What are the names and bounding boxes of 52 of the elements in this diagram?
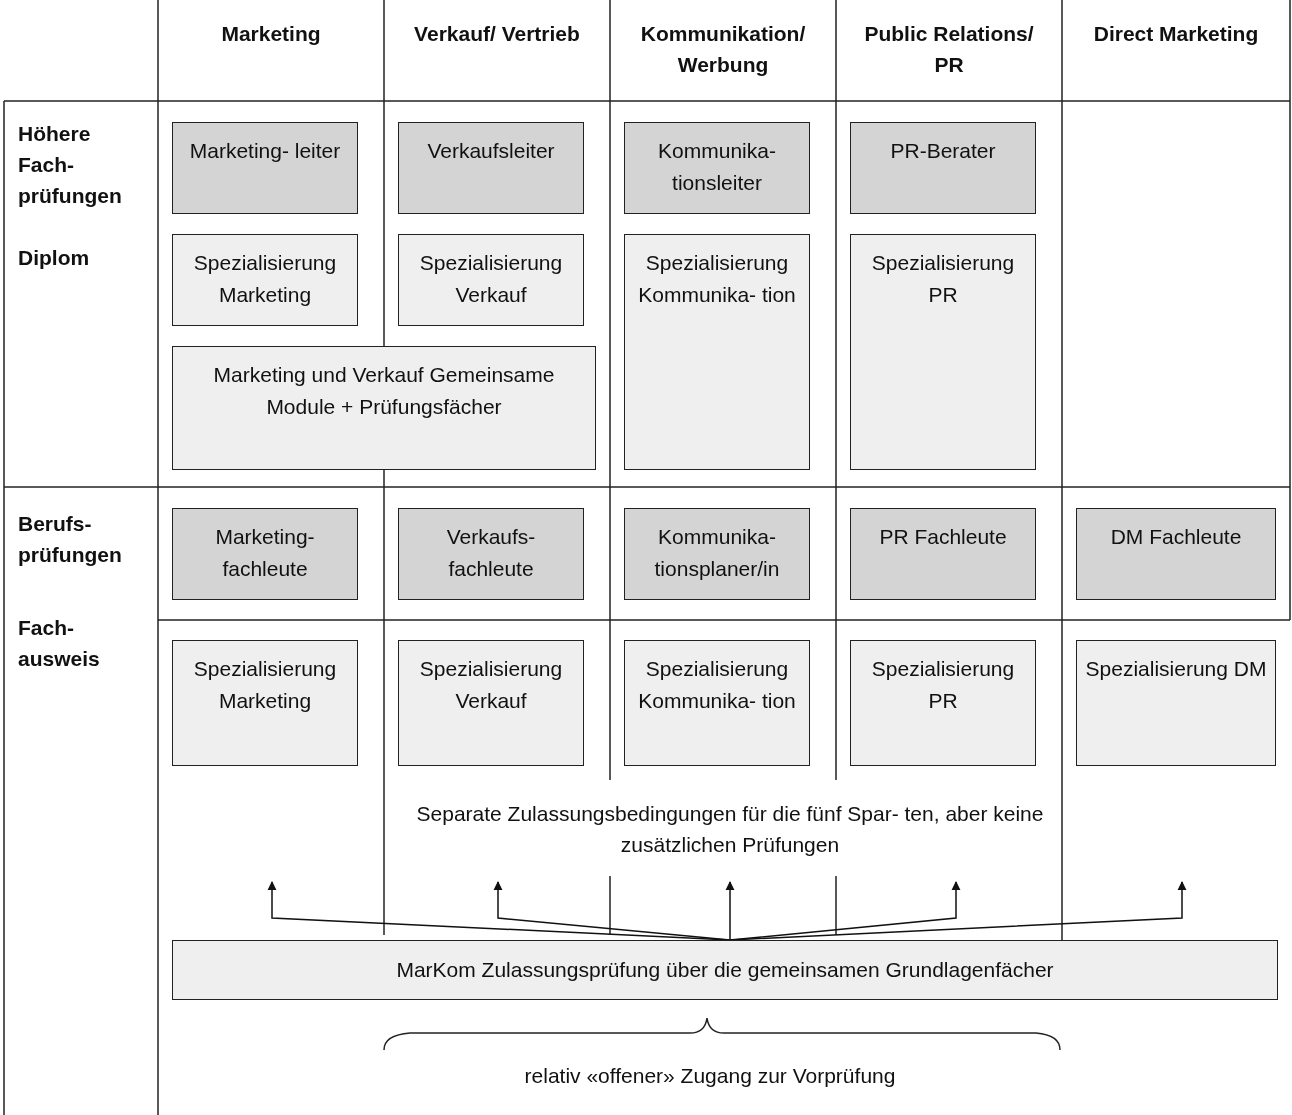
box-text: Kommunika- tionsplaner/in bbox=[653, 524, 781, 582]
process-box bbox=[1076, 640, 1276, 766]
process-box bbox=[172, 640, 358, 766]
process-box bbox=[850, 508, 1036, 600]
box-text: Spezialisierung PR bbox=[870, 250, 1016, 308]
column-header: Verkauf/ Vertrieb bbox=[413, 21, 581, 47]
box-text: Spezialisierung Marketing bbox=[192, 250, 338, 308]
box-text: Marketing- fachleute bbox=[214, 524, 316, 582]
box-text: PR Fachleute bbox=[879, 524, 1007, 550]
column-header: Marketing bbox=[220, 21, 322, 47]
box-text: PR-Berater bbox=[890, 138, 996, 164]
box-text: Spezialisierung Verkauf bbox=[418, 250, 564, 308]
process-box bbox=[398, 122, 584, 214]
process-box bbox=[1076, 508, 1276, 600]
process-box bbox=[850, 640, 1036, 766]
process-box bbox=[172, 234, 358, 326]
process-box bbox=[850, 122, 1036, 214]
process-box bbox=[398, 234, 584, 326]
process-box bbox=[172, 346, 596, 470]
box-text: Spezialisierung PR bbox=[870, 656, 1016, 714]
note-text: relativ «offener» Zugang zur Vorprüfung bbox=[523, 1063, 897, 1089]
row-header: Höhere Fach- prüfungen bbox=[18, 121, 123, 209]
box-text: Spezialisierung Marketing bbox=[192, 656, 338, 714]
row-header: Fach- ausweis bbox=[18, 615, 101, 672]
box-text: Verkaufs- fachleute bbox=[445, 524, 537, 582]
box-text: Spezialisierung DM bbox=[1085, 656, 1267, 682]
process-box bbox=[172, 122, 358, 214]
process-box bbox=[172, 940, 1278, 1000]
arrow bbox=[725, 881, 735, 941]
process-box bbox=[624, 508, 810, 600]
column-header: Kommunikation/ Werbung bbox=[639, 21, 807, 78]
row-header: Diplom bbox=[18, 245, 91, 271]
box-text: DM Fachleute bbox=[1110, 524, 1242, 550]
box-text: Spezialisierung Kommunika- tion bbox=[637, 250, 797, 308]
box-text: MarKom Zulassungsprüfung über die gemeinsamen Grundlagenfächer bbox=[396, 957, 1054, 983]
process-box bbox=[624, 234, 810, 470]
note-text: Separate Zulassungsbedingungen für die fünf Spar- ten, aber keine zusätzlichen Prüfungen bbox=[415, 801, 1045, 858]
process-box bbox=[850, 234, 1036, 470]
process-box bbox=[398, 508, 584, 600]
box-text: Spezialisierung Verkauf bbox=[418, 656, 564, 714]
process-box bbox=[398, 640, 584, 766]
process-box bbox=[624, 640, 810, 766]
process-box bbox=[172, 508, 358, 600]
box-text: Kommunika- tionsleiter bbox=[657, 138, 777, 196]
box-text: Marketing- leiter bbox=[189, 138, 341, 164]
row-header: Berufs- prüfungen bbox=[18, 511, 123, 568]
process-box bbox=[624, 122, 810, 214]
column-header: Direct Marketing bbox=[1092, 21, 1260, 47]
box-text: Spezialisierung Kommunika- tion bbox=[637, 656, 797, 714]
column-header: Public Relations/ PR bbox=[863, 21, 1035, 78]
box-text: Marketing und Verkauf Gemeinsame Module + Prüfungsfächer bbox=[212, 362, 556, 420]
box-text: Verkaufsleiter bbox=[427, 138, 555, 164]
